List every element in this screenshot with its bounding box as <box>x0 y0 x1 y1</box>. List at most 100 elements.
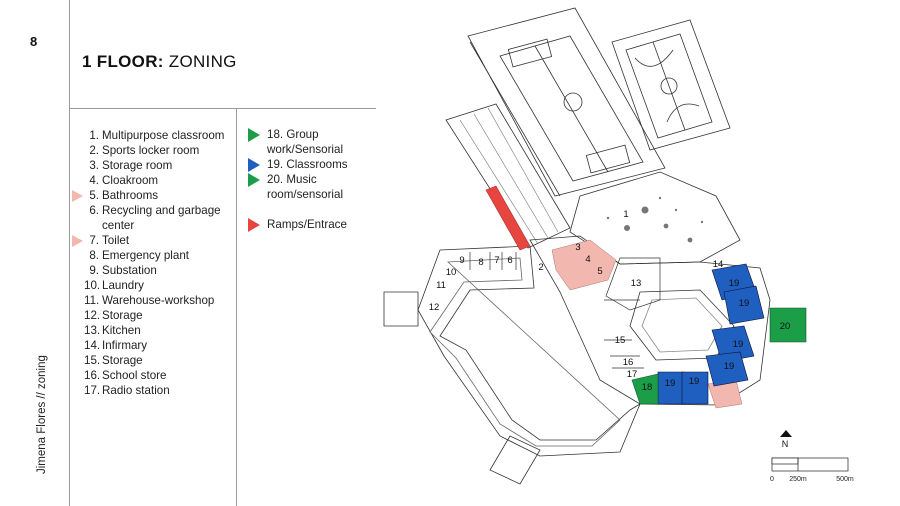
room-label-10: 10 <box>446 267 457 278</box>
legend-number: 16. <box>84 369 101 382</box>
room-label-5: 5 <box>597 266 602 277</box>
legend-label: Warehouse-workshop <box>102 294 215 307</box>
left-divider <box>69 0 70 506</box>
zone-item: 19. Classrooms <box>248 157 378 172</box>
legend-item: 17.Radio station <box>84 383 234 398</box>
room-label-19: 19 <box>665 378 676 389</box>
legend-number: 9. <box>89 264 99 277</box>
legend-item: 4.Cloakroom <box>84 173 234 188</box>
legend-item: 16.School store <box>84 368 234 383</box>
legend-item: 11.Warehouse-workshop <box>84 293 234 308</box>
legend-number: 10. <box>84 279 101 292</box>
legend-label: Storage <box>102 354 143 367</box>
legend-item: 1.Multipurpose classroom <box>84 128 234 143</box>
zone-item: 18. Group work/Sensorial <box>248 127 378 157</box>
green-marker-icon <box>248 128 260 142</box>
blue-marker-icon <box>248 158 260 172</box>
scale-tick-250: 250m <box>789 476 807 483</box>
legend-item: 10.Laundry <box>84 278 234 293</box>
legend-number: 12. <box>84 309 101 322</box>
zone-label: 20. Music room/sensorial <box>267 173 344 201</box>
scale-tick-500: 500m <box>836 476 854 483</box>
legend-item: 5.Bathrooms <box>72 188 234 203</box>
room-label-1: 1 <box>623 209 628 220</box>
legend-number: 3. <box>89 159 99 172</box>
title-rest: ZONING <box>163 52 237 71</box>
page-number: 8 <box>30 34 38 49</box>
room-label-13: 13 <box>631 278 642 289</box>
legend-number: 1. <box>89 129 99 142</box>
legend-label: Bathrooms <box>102 189 159 202</box>
room-label-15: 15 <box>615 335 626 346</box>
legend-number: 13. <box>84 324 101 337</box>
legend-number: 7. <box>89 234 99 247</box>
legend-item: 3.Storage room <box>84 158 234 173</box>
room-label-11: 11 <box>436 280 446 291</box>
legend-label: Storage room <box>102 159 173 172</box>
basketball-court <box>611 19 731 151</box>
legend-number: 4. <box>89 174 99 187</box>
legend-label: Laundry <box>102 279 144 292</box>
green-marker-icon <box>248 173 260 187</box>
zone-item: 20. Music room/sensorial <box>248 172 378 202</box>
title-bold: 1 FLOOR: <box>82 52 164 71</box>
legend-label: School store <box>102 369 167 382</box>
room-label-9: 9 <box>459 255 464 266</box>
legend-number: 15. <box>84 354 101 367</box>
page-title: 1 FLOOR: ZONING <box>82 52 237 72</box>
legend-number: 8. <box>89 249 99 262</box>
ramp-zone <box>485 185 531 251</box>
soccer-field <box>467 7 666 197</box>
room-label-4: 4 <box>585 254 590 265</box>
room-label-17: 17 <box>627 369 638 380</box>
room-label-6: 6 <box>507 255 512 266</box>
room-legend: 1.Multipurpose classroom 2.Sports locker… <box>72 128 234 398</box>
legend-label: Recycling and garbage center <box>102 204 221 232</box>
legend-item: 7.Toilet <box>72 233 234 248</box>
red-marker-icon <box>248 218 260 232</box>
west-entrance <box>383 291 419 327</box>
room-label-19: 19 <box>733 339 744 350</box>
zone-label: Ramps/Entrace <box>267 218 347 231</box>
legend-label: Toilet <box>102 234 130 247</box>
legend-item: 15.Storage <box>84 353 234 368</box>
room-label-18: 18 <box>642 382 653 393</box>
legend-label: Cloakroom <box>102 174 159 187</box>
room-label-8: 8 <box>478 257 483 268</box>
legend-label: Radio station <box>102 384 170 397</box>
room-label-19: 19 <box>739 298 750 309</box>
legend-item: 13.Kitchen <box>84 323 234 338</box>
room-label-20: 20 <box>780 321 791 332</box>
legend-label: Infirmary <box>102 339 148 352</box>
legend-number: 5. <box>89 189 99 202</box>
multipurpose-hall <box>569 171 741 265</box>
floor-plan: 1 2 3 4 5 6 7 8 9 10 11 12 13 14 15 16 1… <box>383 7 854 485</box>
zone-legend: 18. Group work/Sensorial 19. Classrooms … <box>248 127 378 232</box>
legend-item: 2.Sports locker room <box>84 143 234 158</box>
west-wing <box>417 245 641 457</box>
room-label-14: 14 <box>713 259 724 270</box>
legend-item: 9.Substation <box>84 263 234 278</box>
north-arrow-icon: N <box>780 430 792 449</box>
legend-label: Multipurpose classroom <box>102 129 225 142</box>
bathroom-zones <box>551 239 743 409</box>
classroom-zones <box>657 263 765 405</box>
room-label-19: 19 <box>689 376 700 387</box>
legend-number: 2. <box>89 144 99 157</box>
legend-label: Substation <box>102 264 157 277</box>
bathroom-marker-icon <box>72 235 83 247</box>
room-label-19: 19 <box>729 278 740 289</box>
room-label-12: 12 <box>429 302 440 313</box>
legend-label: Storage <box>102 309 143 322</box>
bathroom-marker-icon <box>72 190 83 202</box>
zone-label: 19. Classrooms <box>267 158 348 171</box>
legend-number: 17. <box>84 384 101 397</box>
scale-bar: 0 250m 500m <box>770 457 854 483</box>
room-label-2: 2 <box>538 262 543 273</box>
legend-item: 8.Emergency plant <box>84 248 234 263</box>
zone-label: 18. Group work/Sensorial <box>267 128 344 156</box>
legend-label: Emergency plant <box>102 249 189 262</box>
legend-number: 14. <box>84 339 101 352</box>
room-label-19: 19 <box>724 361 735 372</box>
scale-tick-0: 0 <box>770 476 774 483</box>
